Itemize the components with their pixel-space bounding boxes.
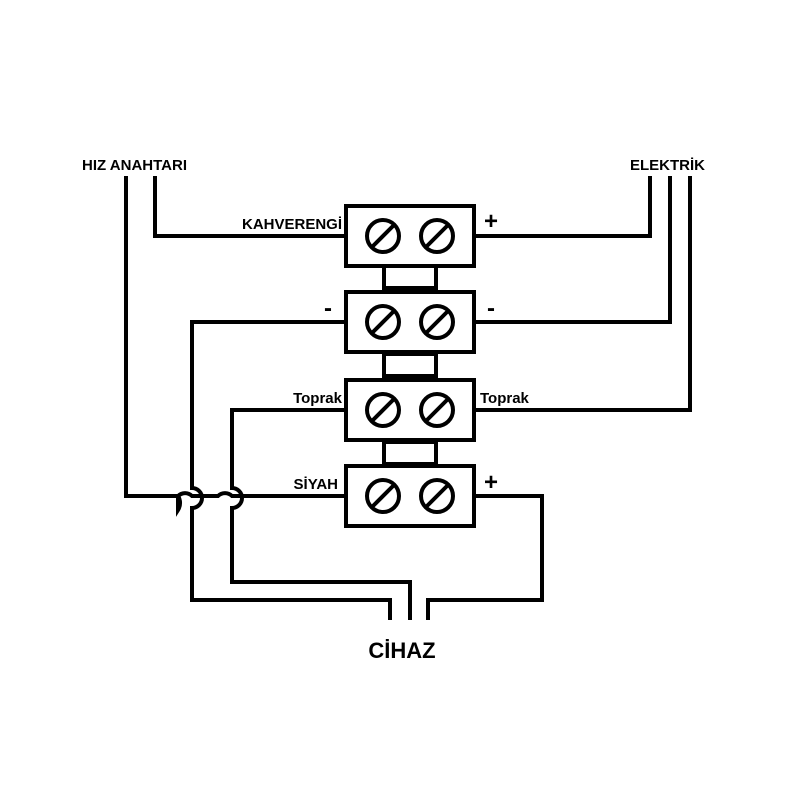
label-ground-left: Toprak bbox=[293, 390, 343, 407]
terminal-block-1 bbox=[344, 204, 476, 268]
screw-icon bbox=[419, 218, 455, 254]
terminal-block-4 bbox=[344, 464, 476, 528]
label-plus-top: + bbox=[484, 208, 498, 235]
bridge-2 bbox=[382, 352, 438, 378]
wire-device-plus bbox=[426, 494, 544, 620]
screw-icon bbox=[365, 392, 401, 428]
label-black: SİYAH bbox=[294, 476, 338, 493]
screw-icon bbox=[365, 478, 401, 514]
terminal-block-3 bbox=[344, 378, 476, 442]
label-electric: ELEKTRİK bbox=[630, 157, 705, 174]
wire-electric-minus bbox=[474, 176, 672, 324]
screw-icon bbox=[365, 218, 401, 254]
wire-device-minus bbox=[190, 320, 392, 620]
label-ground-right: Toprak bbox=[480, 390, 530, 407]
wire-electric-plus bbox=[474, 176, 652, 238]
wire-device-ground bbox=[230, 408, 412, 620]
label-speed-switch: HIZ ANAHTARI bbox=[82, 157, 187, 174]
wire-electric-ground bbox=[474, 176, 692, 412]
label-plus-bottom: + bbox=[484, 469, 498, 496]
label-device: CİHAZ bbox=[368, 638, 435, 663]
screw-icon bbox=[419, 304, 455, 340]
wire-speed-switch-black bbox=[124, 176, 348, 517]
screw-icon bbox=[365, 304, 401, 340]
terminal-block-2 bbox=[344, 290, 476, 354]
screw-icon bbox=[419, 392, 455, 428]
label-brown: KAHVERENGİ bbox=[242, 216, 342, 233]
bridge-3 bbox=[382, 440, 438, 466]
wire-speed-switch-brown bbox=[153, 176, 348, 238]
bridge-1 bbox=[382, 264, 438, 290]
screw-icon bbox=[419, 478, 455, 514]
label-minus-left: - bbox=[324, 295, 332, 322]
label-minus-right: - bbox=[487, 295, 495, 322]
